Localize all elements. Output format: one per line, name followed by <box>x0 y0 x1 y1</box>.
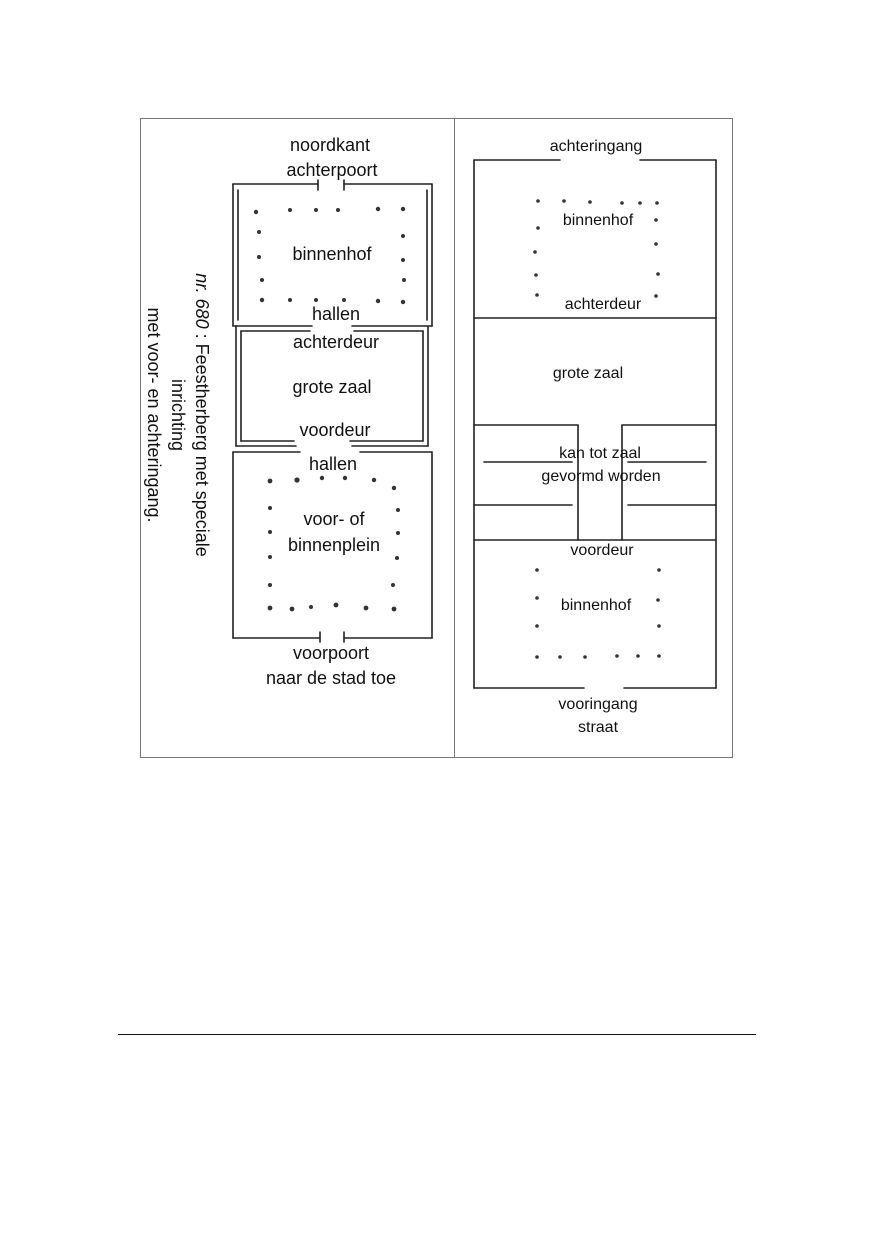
figure-frame <box>140 118 733 758</box>
caption-separator: : <box>192 328 212 344</box>
footnote-separator <box>118 1034 756 1035</box>
label-back-door-right: achterdeur <box>564 296 642 313</box>
label-front-entrance: vooringang <box>558 696 638 713</box>
left-courtyard-walls <box>232 183 433 327</box>
label-front-court-line2: binnenplein <box>287 534 381 555</box>
label-front-door-right: voordeur <box>570 542 634 559</box>
left-hall-walls <box>235 325 429 447</box>
label-convertible-line2: gevormd worden <box>541 468 661 485</box>
figure-divider <box>454 118 455 758</box>
label-great-hall-right: grote zaal <box>552 365 624 382</box>
label-north-side: noordkant <box>289 134 371 155</box>
right-outer-walls <box>473 159 717 689</box>
label-convertible-line1: kan tot zaal <box>559 445 641 462</box>
label-back-gate: achterpoort <box>286 159 378 180</box>
caption-number: nr. 680 <box>192 273 212 329</box>
left-front-court-walls <box>232 451 433 639</box>
label-inner-court-right-top: binnenhof <box>562 212 634 229</box>
label-great-hall-left: grote zaal <box>292 376 372 397</box>
label-halls-bottom: hallen <box>308 453 358 474</box>
label-back-door-left: achterdeur <box>292 331 380 352</box>
label-inner-court-right-bottom: binnenhof <box>560 597 632 614</box>
label-back-entrance: achteringang <box>549 138 643 155</box>
label-inner-court-left: binnenhof <box>292 243 372 264</box>
caption-text1: Feestherberg met speciale inrichting <box>168 343 212 557</box>
label-halls-top: hallen <box>311 303 361 324</box>
label-front-gate: voorpoort <box>292 642 370 663</box>
figure-caption: nr. 680 : Feestherberg met speciale inri… <box>144 235 214 595</box>
caption-line1: nr. 680 : Feestherberg met speciale inri… <box>166 235 214 595</box>
label-front-door-left: voordeur <box>299 419 371 440</box>
label-street: straat <box>577 719 619 736</box>
label-to-town: naar de stad toe <box>265 667 397 688</box>
label-front-court-line1: voor- of <box>303 508 365 529</box>
caption-line2: met voor- en achteringang. <box>144 307 164 523</box>
